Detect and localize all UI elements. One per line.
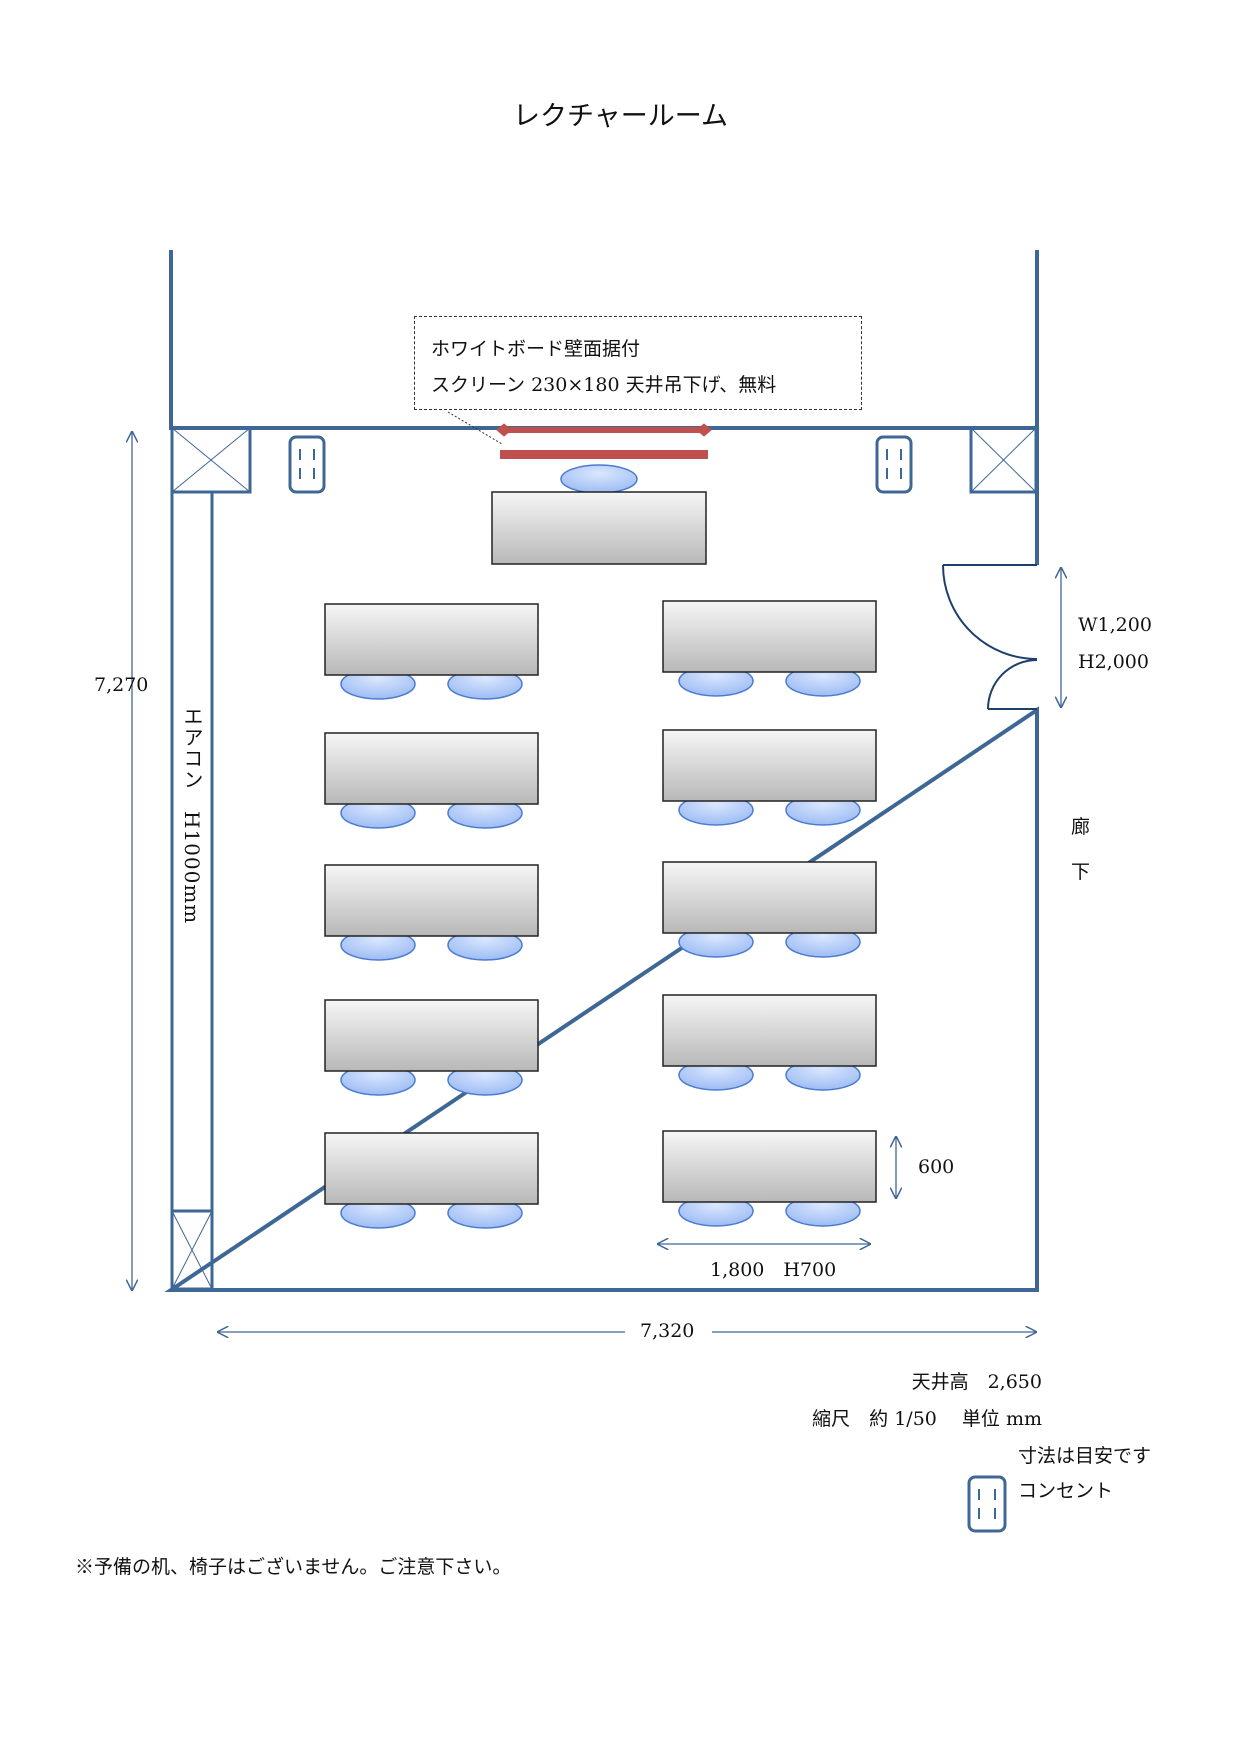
room-width-label: 7,320 xyxy=(640,1320,695,1342)
whiteboard-callout: ホワイトボード壁面据付 スクリーン 230×180 天井吊下げ、無料 xyxy=(414,316,862,410)
outlet-icon xyxy=(875,435,913,494)
student-desks xyxy=(324,600,877,1229)
callout-line-1: ホワイトボード壁面据付 xyxy=(431,338,641,360)
lecturer-chair xyxy=(560,464,638,494)
desk xyxy=(324,1132,539,1205)
corner-box-top-left xyxy=(170,426,252,494)
desk xyxy=(324,999,539,1072)
desk xyxy=(662,600,877,673)
corridor-label-1: 廊 xyxy=(1071,816,1091,838)
desk xyxy=(662,994,877,1067)
door-height-label: H2,000 xyxy=(1078,651,1149,673)
desk xyxy=(662,861,877,934)
lecturer-desk xyxy=(491,491,707,565)
footnote: ※予備の机、椅子はございません。ご注意下さい。 xyxy=(75,1556,512,1578)
air-conditioner xyxy=(170,490,214,1213)
desk xyxy=(324,732,539,805)
door-width-label: W1,200 xyxy=(1078,614,1152,636)
desk xyxy=(662,1130,877,1203)
ceiling-height: 天井高 2,650 xyxy=(911,1371,1042,1393)
page-title: レクチャールーム xyxy=(513,101,728,132)
legend-outlet-icon xyxy=(967,1475,1007,1533)
aircon-label: エアコン H1000mm xyxy=(180,706,204,925)
approx-note: 寸法は目安です xyxy=(1018,1445,1152,1467)
desk-size-label: 1,800 H700 xyxy=(710,1259,837,1281)
desk xyxy=(324,864,539,937)
whiteboard xyxy=(496,423,712,437)
scale-unit: 縮尺 約 1/50 単位 mm xyxy=(812,1408,1042,1430)
callout-pointer xyxy=(447,411,503,445)
legend-label: コンセント xyxy=(1018,1480,1114,1502)
door xyxy=(942,564,1038,710)
outlet-icon xyxy=(288,435,326,494)
desk xyxy=(662,729,877,802)
callout-line-2: スクリーン 230×180 天井吊下げ、無料 xyxy=(431,374,777,396)
desk xyxy=(324,603,539,676)
desk-depth-label: 600 xyxy=(918,1156,955,1178)
screen xyxy=(500,450,708,459)
room-depth-label: 7,270 xyxy=(94,674,149,696)
corner-box-top-right xyxy=(969,426,1038,494)
corridor-label-2: 下 xyxy=(1071,861,1091,883)
